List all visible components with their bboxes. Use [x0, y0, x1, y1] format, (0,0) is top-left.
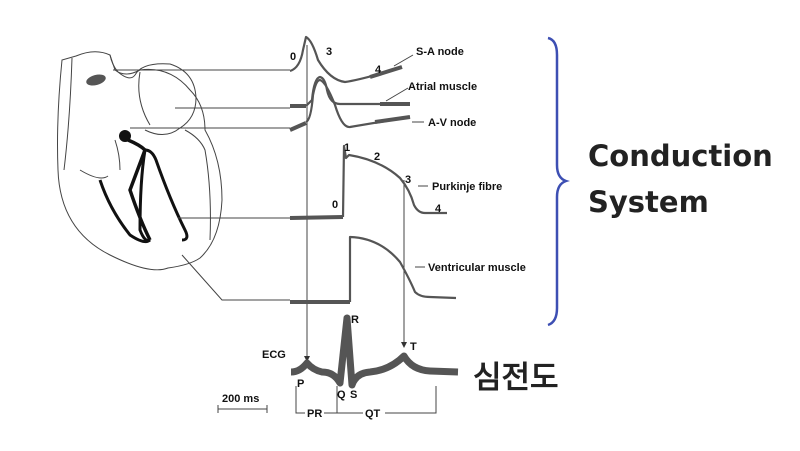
conduction-brace — [547, 36, 570, 327]
heart-illustration — [57, 51, 223, 271]
sa-node-trace — [289, 35, 401, 84]
interval-brackets — [295, 386, 437, 414]
ventricular-trace — [348, 235, 457, 302]
purkinje-phase-4: 4 — [435, 203, 442, 215]
bundle-left-icon — [127, 138, 152, 241]
purkinje-phase-3: 3 — [405, 174, 411, 186]
arrow-icon — [304, 356, 310, 362]
arrow-icon — [401, 342, 407, 348]
sa-phase-4: 4 — [375, 64, 382, 76]
purkinje-label: Purkinje fibre — [432, 181, 502, 193]
av-node-icon — [119, 130, 131, 142]
scale-bar — [217, 405, 268, 413]
s-wave-label: S — [350, 389, 357, 401]
purkinje-trace — [341, 144, 447, 218]
sa-node-label: S-A node — [416, 46, 464, 58]
ecg-korean-label: 심전도 — [473, 360, 559, 396]
qt-interval-label: QT — [365, 408, 381, 420]
sa-phase-0: 0 — [290, 51, 296, 63]
purkinje-phase-2: 2 — [374, 151, 380, 163]
purkinje-phase-0: 0 — [332, 199, 338, 211]
conduction-label: Conduction — [588, 139, 773, 173]
sa-node-icon — [86, 74, 106, 86]
purkinje-fibres-icon — [98, 148, 189, 244]
atrial-muscle-label: Atrial muscle — [408, 81, 477, 93]
ecg-trace — [290, 314, 459, 389]
purkinje-phase-1: 1 — [344, 142, 350, 154]
av-node-trace — [305, 78, 411, 129]
t-wave-label: T — [410, 341, 417, 353]
ecg-label: ECG — [262, 349, 286, 361]
pr-interval-label: PR — [307, 408, 322, 420]
scale-label: 200 ms — [222, 393, 259, 405]
sa-phase-3: 3 — [326, 46, 332, 58]
ventricular-label: Ventricular muscle — [428, 262, 526, 274]
system-label: System — [588, 185, 709, 219]
leader-lines — [113, 69, 290, 301]
av-node-label: A-V node — [428, 117, 476, 129]
p-wave-label: P — [297, 378, 304, 390]
q-wave-label: Q — [337, 389, 346, 401]
r-wave-label: R — [351, 314, 359, 326]
